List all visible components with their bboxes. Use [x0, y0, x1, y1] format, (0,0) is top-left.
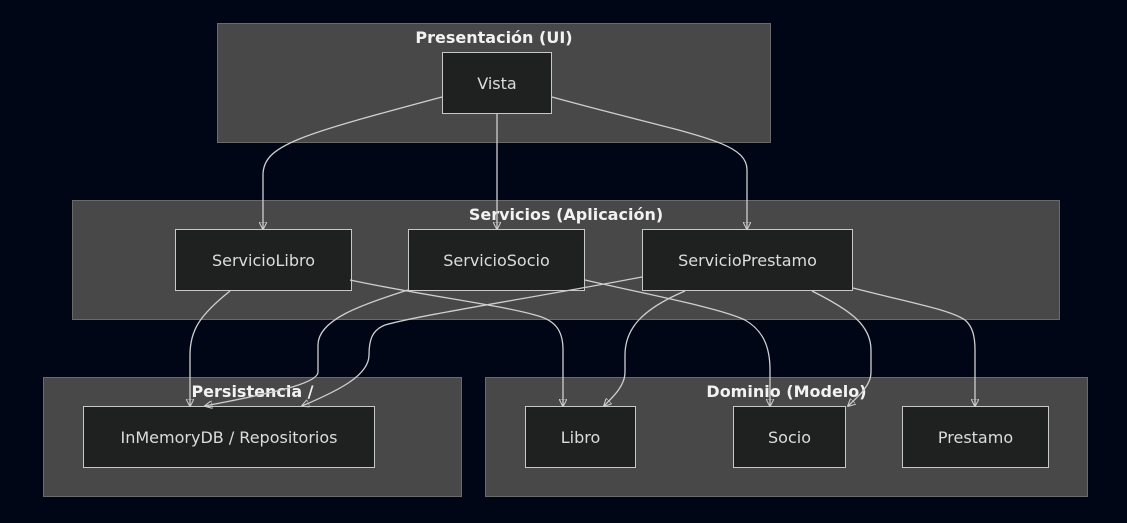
node-inmemorydb[interactable]: InMemoryDB / Repositorios [83, 406, 375, 468]
node-libro[interactable]: Libro [525, 406, 636, 468]
node-servicio-prestamo[interactable]: ServicioPrestamo [642, 229, 853, 291]
cluster-title-dominio: Dominio (Modelo) [706, 382, 867, 401]
cluster-title-persistencia: Persistencia / [191, 382, 314, 401]
cluster-title-servicios: Servicios (Aplicación) [468, 205, 664, 224]
node-socio[interactable]: Socio [733, 406, 846, 468]
node-servicio-socio[interactable]: ServicioSocio [408, 229, 585, 291]
node-prestamo[interactable]: Prestamo [902, 406, 1049, 468]
node-vista[interactable]: Vista [442, 52, 552, 114]
cluster-title-presentacion: Presentación (UI) [415, 28, 573, 47]
node-servicio-libro[interactable]: ServicioLibro [175, 229, 352, 291]
